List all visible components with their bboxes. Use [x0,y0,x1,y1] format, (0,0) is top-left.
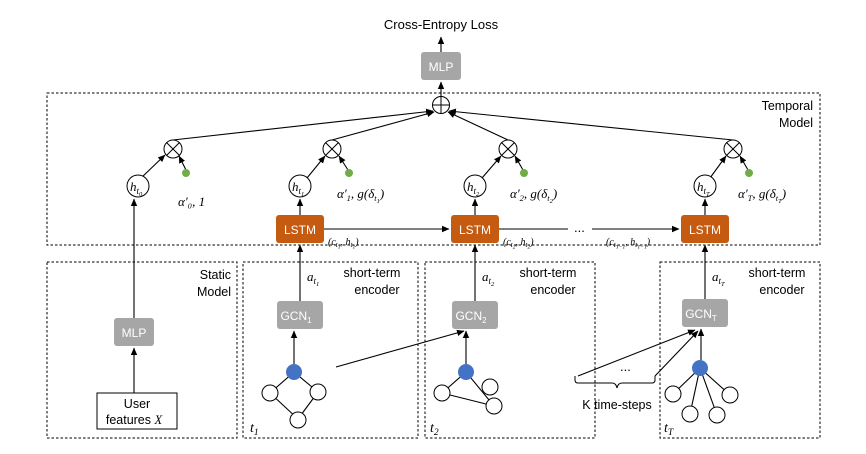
graph-snapshot-1 [261,364,327,429]
graph-snapshot-T [664,360,739,424]
svg-text:GCNT: GCNT [685,307,717,323]
temporal-model-box [46,92,821,246]
mult2-to-sum-arrow [447,111,509,141]
gcn-label-2: GCN [455,309,482,323]
multiply-operator-0 [163,139,183,159]
top-mlp-box: MLP [421,52,461,80]
graph-snapshot-2 [433,364,503,415]
time-label-T: tT [664,421,674,438]
encoder-label-2-line2: encoder [530,283,575,297]
target-node-2 [458,364,474,380]
w1-to-mult-arrow [338,155,349,171]
target-node-T [692,360,708,376]
weight-label-1: α′1, g(δt1) [337,186,384,205]
gcn-subscript-1: 1 [307,316,312,325]
hidden-state-h0: ht0 [126,174,150,198]
encoder-box-T [659,261,821,439]
weight-dot-2 [520,169,528,177]
encoder-box-2 [424,261,596,439]
embedding-label-1: at1 [307,269,319,288]
graph-ellipsis: ... [620,359,631,374]
loss-title: Cross-Entropy Loss [384,17,499,32]
encoder-label-1-line1: short-term [344,266,401,280]
multiply-operator-1 [322,139,342,159]
hT-to-mult-arrow [709,155,727,179]
time-label-2: t2 [430,421,439,438]
temporal-model-label-line1: Temporal [762,99,813,113]
svg-text:GCN1: GCN1 [280,309,312,325]
weight-label-T: α′T, g(δtT) [738,186,786,205]
encoder-label-T-line2: encoder [759,283,804,297]
weight-dot-T [745,169,753,177]
lstm-box-T: LSTM [681,215,729,243]
mult0-to-sum-arrow [172,108,434,141]
w0-to-mult-arrow [178,155,187,171]
static-mlp-box: MLP [114,318,154,346]
w2-to-mult-arrow [514,155,524,171]
multT-to-sum-arrow [448,108,734,141]
lstm-label-1: LSTM [284,223,316,237]
graph-window-to-gcnT-arrow-1 [577,329,696,377]
gcn-label-T: GCN [685,307,712,321]
mult1-to-sum-arrow [331,110,435,141]
multiply-operator-2 [498,139,518,159]
state-label-T-1: (ctT−1, htT−1) [606,237,651,251]
encoder-label-2-line1: short-term [520,266,577,280]
hidden-state-h1: ht1 [288,174,312,198]
state-label-1: (ct1, ht1) [328,237,359,251]
embedding-label-2: at2 [482,269,495,288]
lstm-label-2: LSTM [459,223,491,237]
hidden-state-h2: ht2 [463,174,487,198]
wT-to-mult-arrow [739,155,749,171]
user-features-box: User features X [96,392,178,430]
h1-to-mult-arrow [306,155,326,179]
graph1-to-gcn2-arrow [335,329,465,368]
lstm-box-1: LSTM [276,215,324,243]
weight-dot-1 [345,169,353,177]
time-label-1: t1 [250,421,259,438]
multiply-operator-T [723,139,743,159]
user-features-label-line1: User [124,397,150,411]
static-model-label-line1: Static [200,268,231,282]
user-features-label-line2: features X [106,413,164,427]
gcn-box-2: GCN2 [452,301,498,329]
k-timesteps-label: K time-steps [582,398,651,412]
temporal-model-label-line2: Model [779,116,813,130]
gcn-box-1: GCN1 [277,301,323,329]
lstm-ellipsis: ... [574,220,585,235]
embedding-label-T: atT [712,269,725,288]
sum-operator [432,96,450,114]
graph-window-to-gcnT-arrow-2 [654,330,699,377]
gcn-label-1: GCN [280,309,307,323]
hidden-state-hT: htT [693,174,717,198]
static-mlp-label: MLP [122,326,147,340]
lstm-label-T: LSTM [689,223,721,237]
encoder-label-T-line1: short-term [749,266,806,280]
static-model-box [46,261,238,439]
svg-text:GCN2: GCN2 [455,309,487,325]
k-timesteps-brace [574,376,656,389]
top-mlp-label: MLP [429,60,454,74]
gcn-subscript-T: T [712,314,717,323]
weight-label-0: α′₀, 1 [178,194,205,209]
lstm-box-2: LSTM [451,215,499,243]
encoder-box-1 [242,261,419,439]
state-label-2: (ct2, ht2) [503,237,534,251]
gcn-subscript-2: 2 [482,316,487,325]
gcn-box-T: GCNT [682,299,728,327]
static-model-label-line2: Model [197,285,231,299]
h0-to-mult-arrow [140,154,166,179]
weight-dot-0 [182,169,190,177]
h2-to-mult-arrow [481,155,502,179]
target-node-1 [286,364,302,380]
weight-label-2: α′2, g(δt2) [510,186,557,205]
encoder-label-1-line2: encoder [354,283,399,297]
